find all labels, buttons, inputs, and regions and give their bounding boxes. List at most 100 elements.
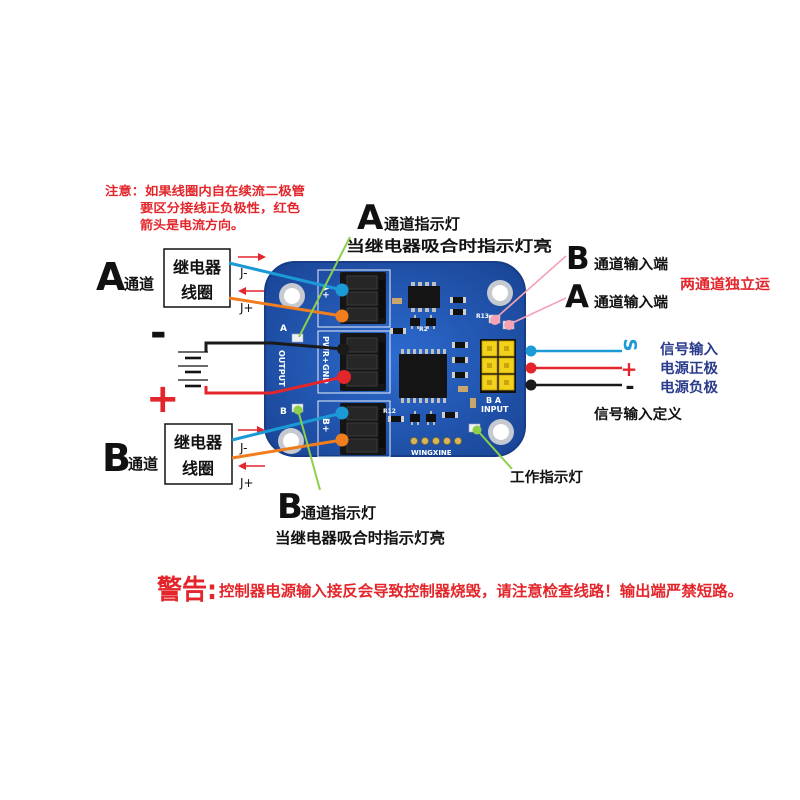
a-input-letter: A [565,279,589,315]
channel-a-pin-minus: J- [239,266,247,280]
resistor [450,309,466,315]
polarity-note: 注意：如果线圈内自在续流二极管 要区分接线正负极性，红色 箭头是电流方向。 [105,183,305,232]
channel-a-coil-box: 继电器 线圈 [163,248,231,308]
silk-r12: R12 [383,408,396,415]
a-indicator-title: 通道指示灯 [384,215,460,233]
power-plus-wire-dot [525,362,537,374]
transistor [426,411,436,425]
power-negative-wire [204,341,344,352]
independent-channels-note: 两通道独立运 [680,276,770,293]
mounting-hole [279,283,305,309]
resistor [442,412,458,418]
silk-input: INPUT [481,405,509,414]
a-indicator-callout: A 通道指示灯 当继电器吸合时指示灯亮 [346,198,552,255]
silk-conn-a: A+ [320,284,330,299]
resistor [452,342,468,348]
signal-definition: S + - 信号输入 电源正极 电源负极 信号输入定义 [525,339,719,423]
work-indicator-leader [476,429,513,470]
silk-outline [317,400,391,458]
silk-r2: R2 [419,326,428,333]
warning-text: 控制器电源输入接反会导致控制器烧毁，请注意检查线路！输出端严禁短路。 [219,582,743,600]
coil-box-line-1: 继电器 [174,433,223,452]
a-input-callout: A 通道输入端 [565,279,668,315]
pin-pads [410,437,462,445]
b-indicator-description: 当继电器吸合时指示灯亮 [275,529,445,547]
resistor [388,416,404,422]
power-positive-wire [204,375,344,395]
a-input-title: 通道输入端 [594,294,668,311]
signal-symbol-s: S [619,339,640,352]
warning-banner: 警告: 控制器电源输入接反会导致控制器烧毁，请注意检查线路！输出端严禁短路。 [157,575,743,606]
note-line-1: 注意：如果线圈内自在续流二极管 [105,183,305,198]
channel-a-pin-plus: J+ [239,301,254,315]
note-line-3: 箭头是电流方向。 [140,217,244,232]
resistor [452,372,468,378]
b-input-dot [490,315,500,325]
a-input-dot [504,320,514,330]
channel-a-led [291,333,304,343]
power-minus-wire-dot [525,379,537,391]
battery-icon [178,351,208,388]
capacitor [392,298,402,304]
silk-output: OUTPUT [277,350,286,387]
b-input-callout: B 通道输入端 [566,241,668,277]
a-indicator-leader [298,236,351,338]
b-input-letter: B [566,241,590,277]
signal-symbol-plus: + [621,357,638,381]
channel-b-orange-terminal-dot [335,433,349,447]
a-indicator-description: 当继电器吸合时指示灯亮 [346,237,552,255]
channel-b-label: B 通道 [102,436,158,480]
coil-box-line-1: 继电器 [173,258,222,277]
channel-a-orange-terminal-dot [335,309,349,323]
current-arrow-left-icon [238,462,265,470]
resistor [390,328,406,334]
b-indicator-letter: B [277,487,303,527]
regulator-chip [408,282,440,312]
current-arrow-right-icon [238,253,266,261]
channel-a-letter: A [96,255,126,299]
work-indicator-dot [472,425,482,435]
power-positive-terminal-dot [337,370,351,384]
coil-box-frame [163,248,231,308]
silk-r13: R13 [476,313,489,320]
signal-label-input: 信号输入 [660,341,718,358]
b-indicator-dot [293,405,303,415]
channel-a-suffix: 通道 [124,275,154,293]
b-input-leader [495,255,567,319]
channel-b-blue-wire [231,411,343,442]
b-indicator-callout: B 通道指示灯 当继电器吸合时指示灯亮 [275,487,445,547]
channel-b-orange-wire [231,438,343,460]
silk-output-b: B [280,407,287,417]
silk-outline [317,330,391,394]
silk-brand: WINGXINE [411,449,452,457]
channel-b-blue-terminal-dot [335,406,349,420]
signal-wire-dot [525,345,537,357]
coil-box-line-2: 线圈 [181,283,213,302]
coil-box-line-2: 线圈 [182,459,214,478]
pcb-board: A OUTPUT B A+ PWR+ GND B+ [264,261,526,458]
mounting-hole [488,419,514,445]
a-indicator-letter: A [357,198,384,238]
silk-conn-gnd: GND [321,364,330,384]
power-minus-sign: - [150,310,167,356]
input-pin-header [480,339,516,393]
signal-label-power-plus: 电源正极 [660,360,719,377]
channel-b-suffix: 通道 [128,455,158,473]
channel-a-label: A 通道 [96,255,154,299]
silk-output-a: A [280,324,287,334]
transistor [410,315,420,329]
work-indicator-label: 工作指示灯 [510,469,583,486]
warning-head: 警告: [157,575,217,606]
signal-definition-title: 信号输入定义 [594,406,682,423]
channel-a-blue-wire [228,261,343,292]
channel-a-orange-wire [228,296,343,318]
channel-b-letter: B [102,436,131,480]
capacitor [470,398,476,408]
current-arrow-left-icon [238,287,266,295]
resistor [450,297,466,303]
a-input-leader [509,297,567,325]
coil-box-frame [164,423,233,485]
power-negative-terminal-dot [337,343,349,355]
channel-b-pin-plus: J+ [239,476,254,490]
channel-b-coil-box: 继电器 线圈 [164,423,233,485]
